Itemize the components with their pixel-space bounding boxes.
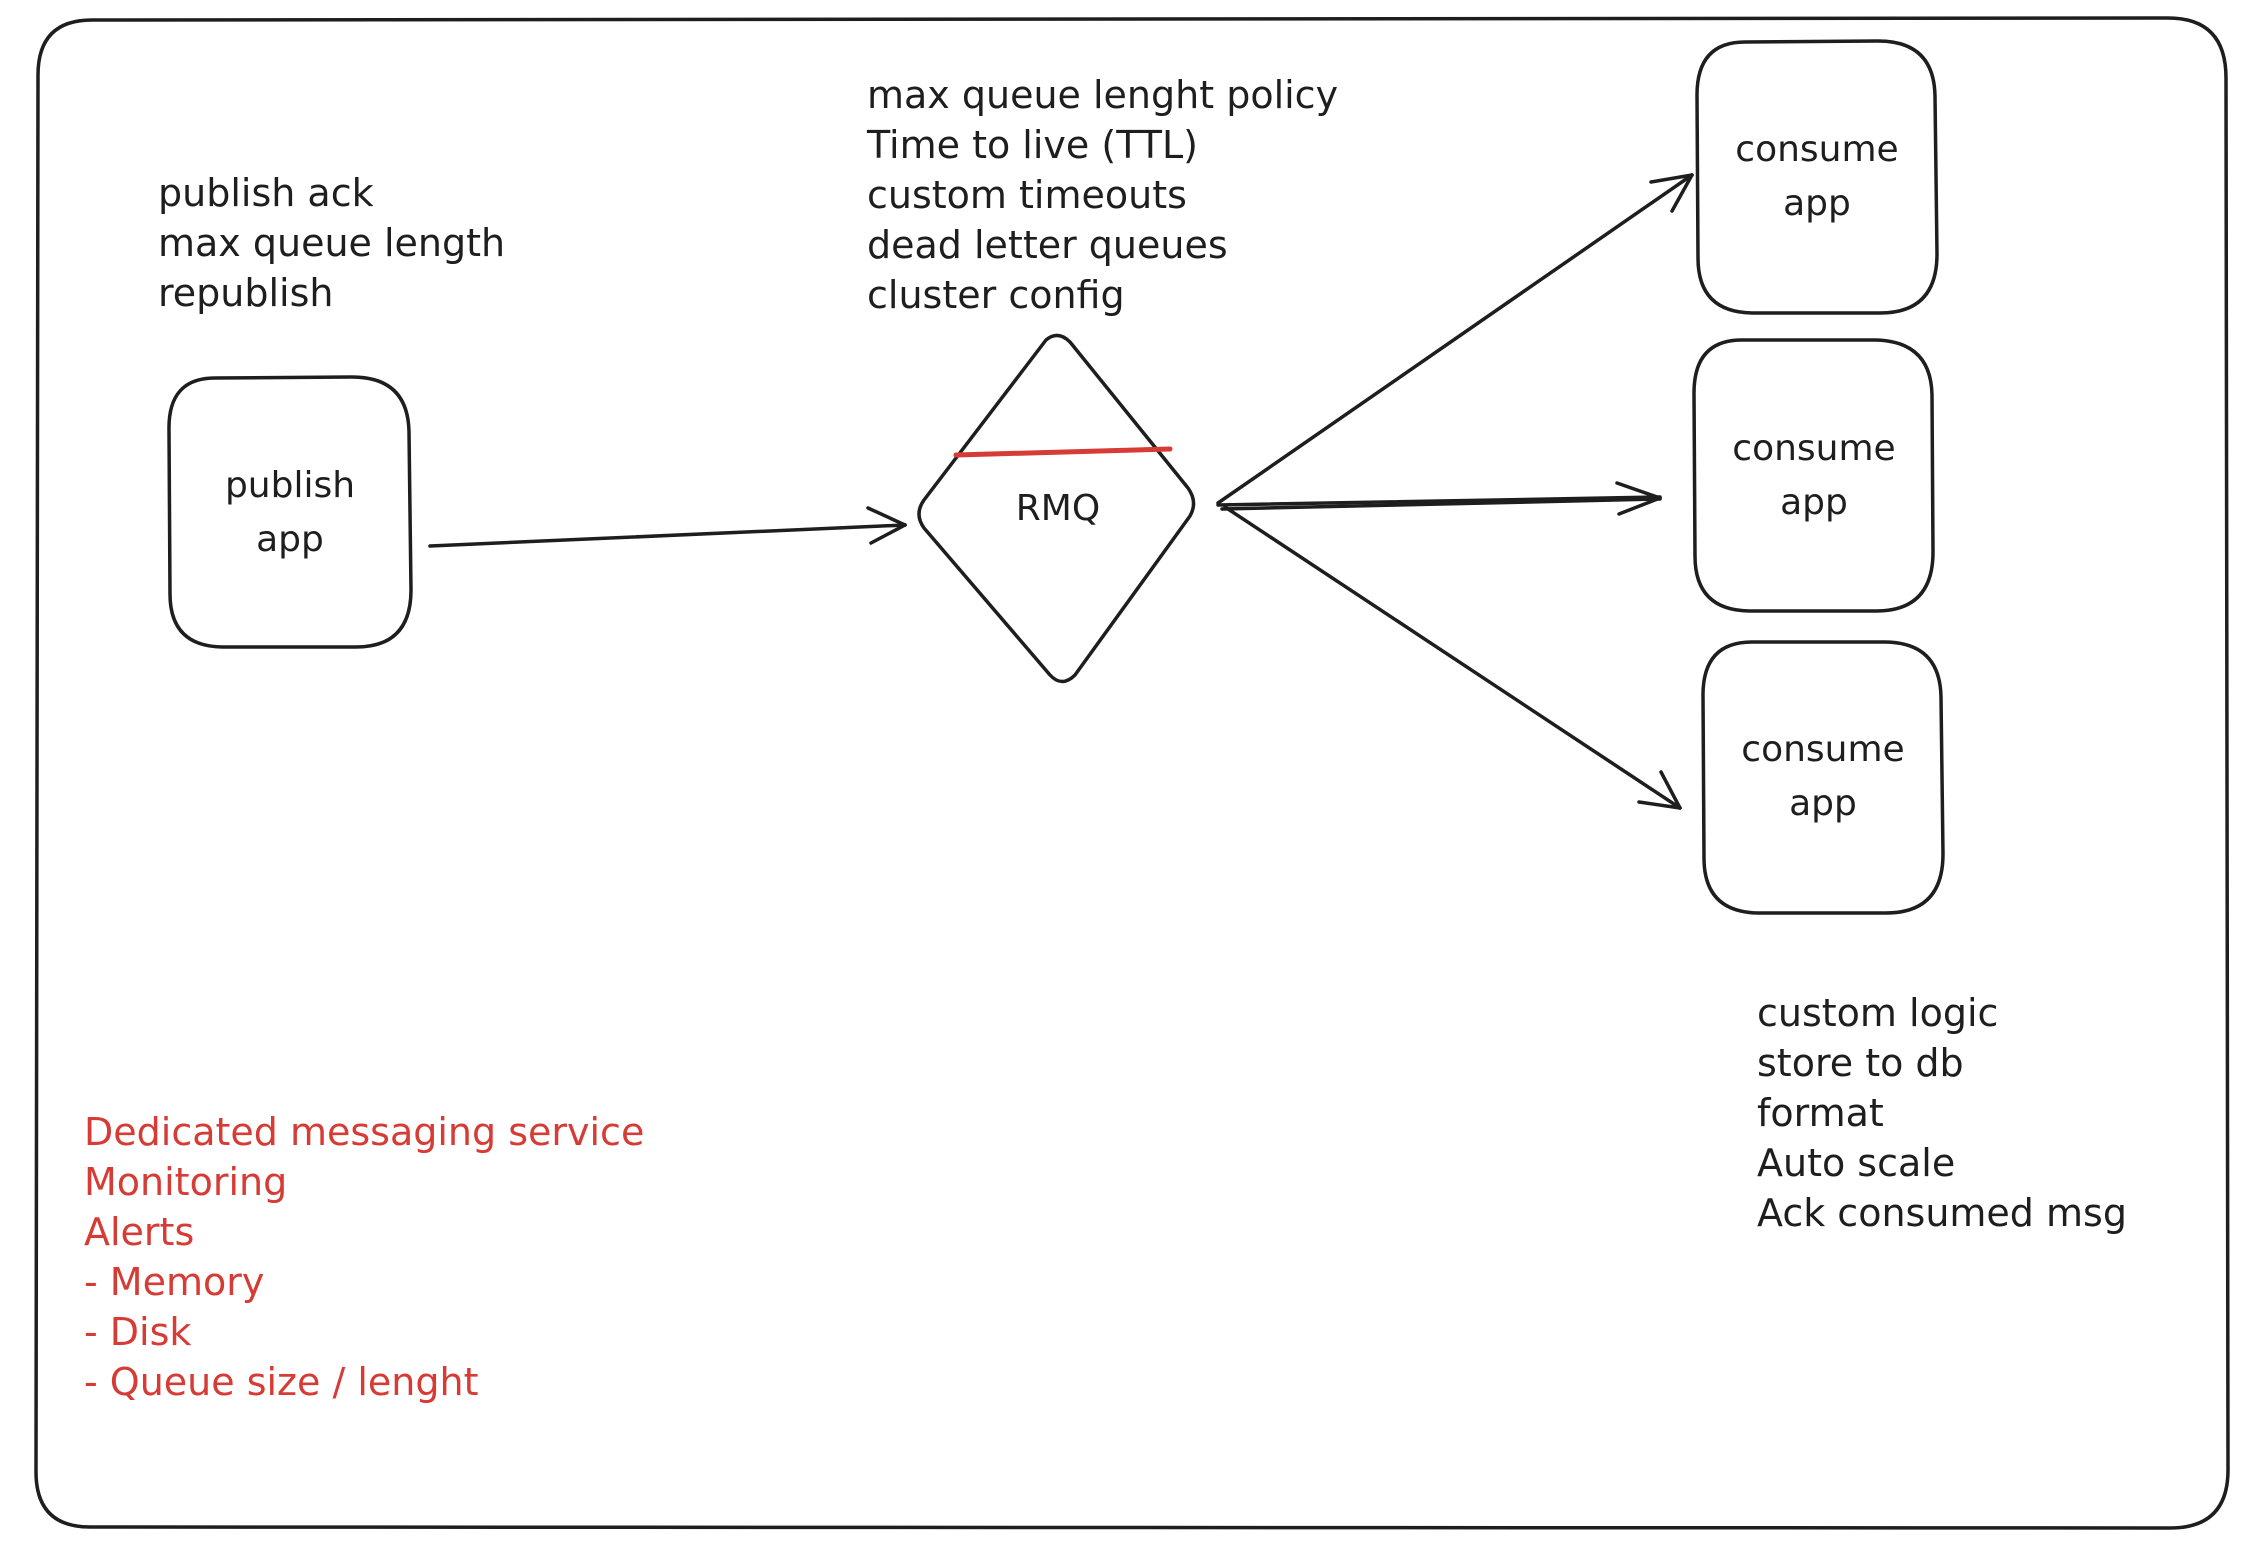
consumer-note: store to db — [1757, 1041, 1964, 1085]
arrow-broker-to-consumer-2 — [1216, 481, 1662, 516]
consumer-2-label-line1: consume — [1732, 428, 1896, 469]
consumer-3-label: consume app — [1703, 723, 1943, 831]
consumer-3-label-line1: consume — [1741, 729, 1905, 770]
publisher-note: republish — [158, 271, 334, 315]
publisher-box — [167, 375, 413, 649]
broker-highlight-line — [953, 446, 1173, 458]
consumer-note: format — [1757, 1091, 1884, 1135]
broker-label: RMQ — [960, 482, 1156, 536]
outer-frame — [34, 16, 2230, 1530]
broker-diamond — [917, 333, 1196, 684]
consumer-box-3 — [1701, 640, 1945, 915]
consumer-box-1 — [1695, 39, 1939, 315]
consumer-note: custom logic — [1757, 991, 1999, 1035]
consumer-2-label-line2: app — [1780, 482, 1848, 523]
publisher-label: publish app — [170, 459, 410, 567]
operations-note: - Memory — [84, 1260, 265, 1304]
publisher-notes: publish ack max queue length republish — [158, 168, 505, 318]
consumer-3-label-line2: app — [1789, 783, 1857, 824]
operations-note: - Disk — [84, 1310, 192, 1354]
broker-note: cluster config — [867, 273, 1125, 317]
consumer-2-label: consume app — [1694, 422, 1934, 530]
arrow-publish-to-broker — [428, 506, 907, 548]
operations-note: Alerts — [84, 1210, 195, 1254]
publisher-note: publish ack — [158, 171, 374, 215]
operations-note: Dedicated messaging service — [84, 1110, 645, 1154]
arrow-broker-to-consumer-1 — [1216, 173, 1694, 505]
arrow-broker-to-consumer-3 — [1223, 505, 1682, 810]
consumer-box-2 — [1692, 338, 1935, 613]
consumer-note: Auto scale — [1757, 1141, 1956, 1185]
publisher-label-line2: app — [256, 519, 324, 560]
consumer-1-label-line1: consume — [1735, 129, 1899, 170]
broker-note: dead letter queues — [867, 223, 1228, 267]
operations-notes: Dedicated messaging service Monitoring A… — [84, 1107, 644, 1407]
publisher-label-line1: publish — [224, 465, 356, 506]
broker-note: custom timeouts — [867, 173, 1187, 217]
consumer-note: Ack consumed msg — [1757, 1191, 2127, 1235]
broker-label-text: RMQ — [1015, 488, 1101, 529]
consumer-1-label-line2: app — [1783, 183, 1851, 224]
consumer-1-label: consume app — [1697, 123, 1937, 231]
broker-notes: max queue lenght policy Time to live (TT… — [867, 70, 1338, 320]
publisher-note: max queue length — [158, 221, 506, 265]
broker-note: Time to live (TTL) — [867, 123, 1198, 167]
operations-note: Monitoring — [84, 1160, 288, 1204]
operations-note: - Queue size / lenght — [84, 1360, 479, 1404]
broker-note: max queue lenght policy — [867, 73, 1339, 117]
consumer-notes: custom logic store to db format Auto sca… — [1757, 988, 2127, 1238]
